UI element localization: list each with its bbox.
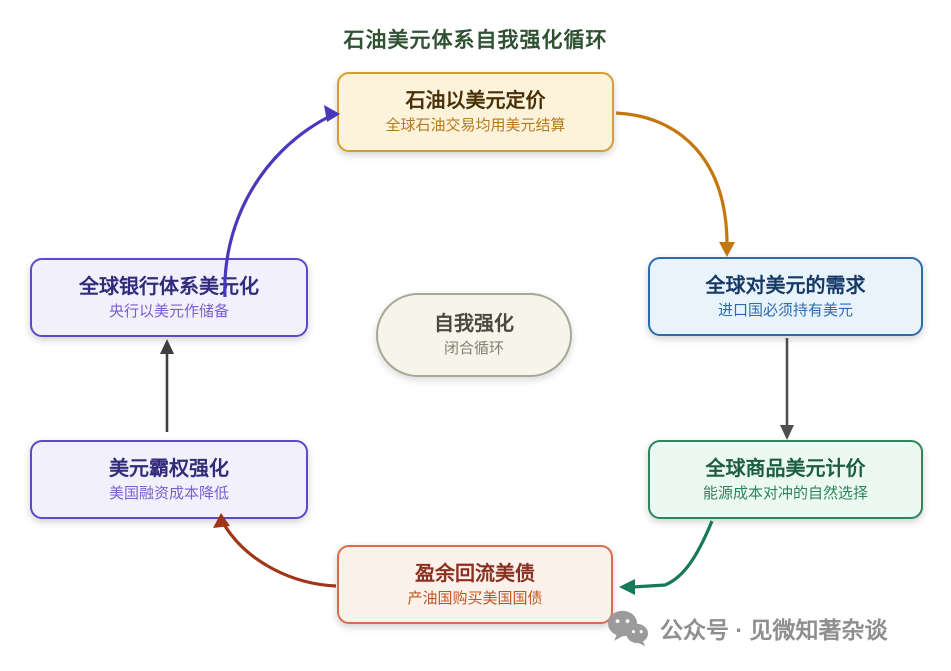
node-subtitle: 闭合循环 [443, 340, 504, 357]
arrow-oil-to-demand [615, 111, 735, 257]
node-subtitle: 能源成本对冲的自然选择 [702, 484, 868, 502]
node-subtitle: 产油国购买美国国债 [407, 589, 543, 607]
node-self-reinforcing-core: 自我强化 闭合循环 [376, 293, 572, 377]
node-subtitle: 美国融资成本降低 [108, 484, 229, 502]
node-banking-system-dollarized: 全球银行体系美元化 央行以美元作储备 [30, 258, 308, 337]
node-global-usd-demand: 全球对美元的需求 进口国必须持有美元 [648, 257, 923, 336]
node-subtitle: 全球石油交易均用美元结算 [385, 117, 566, 134]
node-surplus-to-us-treasuries: 盈余回流美债 产油国购买美国国债 [337, 545, 613, 624]
node-title: 石油以美元定价 [405, 90, 546, 112]
arrow-commodity-to-surplus [619, 520, 714, 595]
node-oil-priced-in-usd: 石油以美元定价 全球石油交易均用美元结算 [337, 72, 614, 152]
node-title: 美元霸权强化 [109, 457, 229, 480]
node-subtitle: 进口国必须持有美元 [717, 301, 853, 319]
node-title: 盈余回流美债 [415, 562, 535, 585]
watermark: 公众号 · 见微知著杂谈 [606, 608, 887, 648]
arrow-hegemony-to-banking [160, 339, 174, 432]
page-title: 石油美元体系自我强化循环 [343, 29, 608, 52]
node-title: 全球银行体系美元化 [79, 275, 259, 298]
node-title: 全球商品美元计价 [705, 457, 866, 480]
node-title: 自我强化 [434, 313, 514, 335]
arrow-demand-to-commodity [780, 338, 794, 440]
node-dollar-hegemony: 美元霸权强化 美国融资成本降低 [30, 440, 308, 519]
node-subtitle: 央行以美元作储备 [108, 302, 229, 320]
watermark-text: 公众号 · 见微知著杂谈 [660, 617, 888, 643]
node-title: 全球对美元的需求 [705, 274, 866, 297]
arrow-surplus-to-hegemony [213, 513, 337, 588]
node-commodities-usd-pricing: 全球商品美元计价 能源成本对冲的自然选择 [648, 440, 923, 519]
wechat-icon [608, 610, 648, 647]
